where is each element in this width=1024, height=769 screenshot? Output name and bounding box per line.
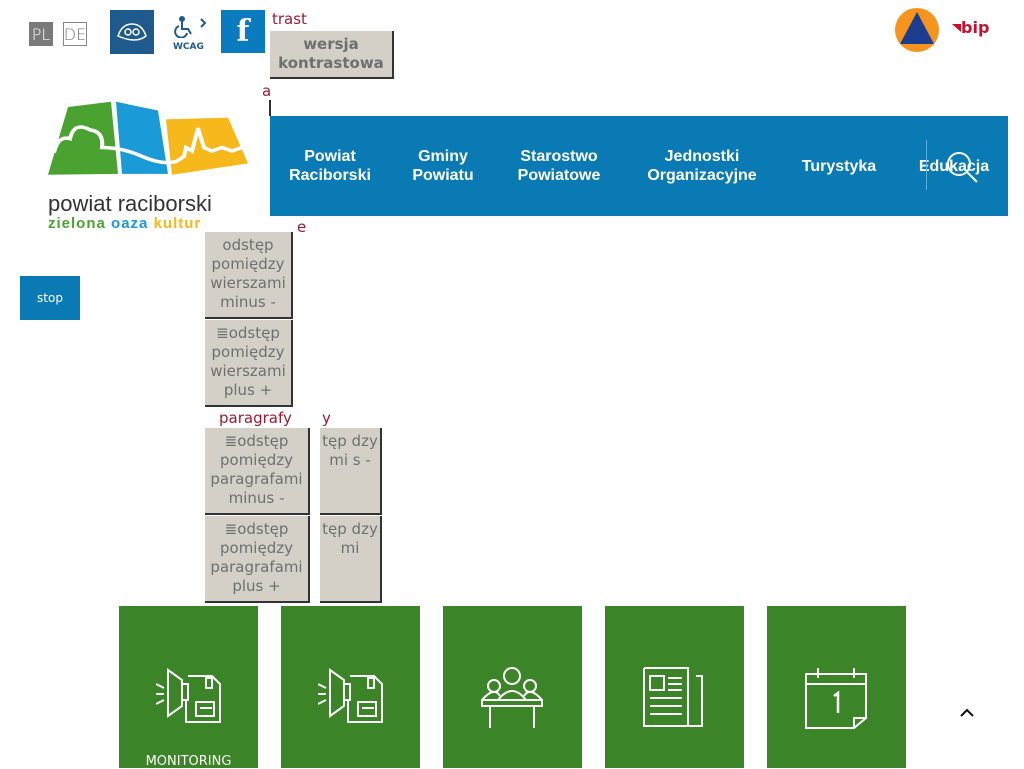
- logo-graphic: [48, 101, 248, 175]
- logo[interactable]: powiat raciborski zielona oaza kultur: [48, 100, 250, 232]
- megaphone-floppy-icon: [318, 668, 383, 723]
- line-spacing-plus-button[interactable]: ≣odstęp pomiędzy wierszami plus +: [205, 320, 293, 407]
- tile-3[interactable]: [443, 606, 582, 768]
- nav-item-turystyka[interactable]: Turystyka: [801, 157, 877, 175]
- calendar-icon: [805, 668, 867, 729]
- line-spacing-plus-label: odstęp pomiędzy wierszami plus +: [210, 324, 286, 399]
- paragraph-spacing-minus-label: odstęp pomiędzy paragrafami minus -: [210, 432, 303, 507]
- contrast-label: trast: [272, 10, 307, 28]
- logo-title: powiat raciborski: [48, 191, 212, 216]
- civil-defense-link[interactable]: [895, 8, 939, 52]
- letter-spacing-plus-button[interactable]: tęp dzy mi: [320, 516, 382, 603]
- nav-item-powiat[interactable]: Powiat Raciborski: [289, 148, 371, 184]
- search-icon[interactable]: [945, 150, 979, 184]
- font-label: a: [262, 82, 272, 100]
- paragraph-spacing-icon: ≣: [224, 520, 238, 538]
- letters-label: y: [322, 409, 331, 427]
- nav-divider: [926, 140, 927, 190]
- megaphone-floppy-icon: [156, 668, 221, 723]
- facebook-icon: f: [236, 14, 250, 49]
- facebook-button[interactable]: f: [221, 10, 265, 53]
- sign-language-icon: [117, 23, 147, 41]
- paragraphs-label: paragrafy: [219, 409, 292, 427]
- logo-tagline-3: kultur: [153, 215, 202, 232]
- sign-language-button[interactable]: [110, 10, 154, 54]
- tile-label: MONITORING: [145, 754, 232, 769]
- meeting-icon: [481, 667, 543, 728]
- font-button-partial[interactable]: [205, 100, 271, 116]
- logo-tagline-1: zielona: [48, 215, 106, 232]
- letter-spacing-minus-button[interactable]: tęp dzy mi s -: [320, 428, 382, 515]
- bip-link[interactable]: bip: [952, 18, 989, 37]
- tile-2[interactable]: [281, 606, 420, 768]
- main-nav: Powiat Raciborski Gminy Powiatu Starostw…: [270, 116, 1008, 216]
- civil-defense-icon: [900, 12, 934, 44]
- nav-item-jednostki[interactable]: Jednostki Organizacyjne: [647, 148, 757, 184]
- line-spacing-icon: ≣: [216, 324, 229, 342]
- lang-pl-button[interactable]: PL: [29, 22, 53, 46]
- lang-de-button[interactable]: DE: [63, 22, 87, 46]
- tile-monitoring[interactable]: MONITORING: [119, 606, 258, 769]
- lines-label: e: [297, 218, 307, 236]
- contrast-version-button[interactable]: wersja kontrastowa: [270, 31, 394, 79]
- paragraph-spacing-minus-button[interactable]: ≣odstęp pomiędzy paragrafami minus -: [205, 428, 310, 515]
- paragraph-spacing-icon: ≣: [224, 432, 238, 450]
- wheelchair-icon: [174, 16, 207, 39]
- wcag-link[interactable]: WCAG: [173, 14, 207, 52]
- newspaper-icon: [643, 667, 703, 727]
- paragraph-spacing-plus-button[interactable]: ≣odstęp pomiędzy paragrafami plus +: [205, 516, 310, 603]
- tile-5[interactable]: [767, 606, 906, 768]
- bip-label: bip: [961, 18, 990, 37]
- nav-item-edukacja[interactable]: Edukacja: [918, 157, 990, 175]
- nav-item-starostwo[interactable]: Starostwo Powiatowe: [517, 148, 601, 184]
- line-spacing-minus-button[interactable]: odstęp pomiędzy wierszami minus -: [205, 232, 293, 319]
- bip-flag-icon: [952, 23, 961, 32]
- back-to-top-icon[interactable]: [958, 705, 976, 719]
- nav-item-gminy[interactable]: Gminy Powiatu: [412, 148, 474, 184]
- tile-4[interactable]: [605, 606, 744, 768]
- logo-tagline-2: oaza: [111, 215, 149, 232]
- stop-button[interactable]: stop: [20, 276, 80, 320]
- wcag-label: WCAG: [173, 42, 204, 52]
- paragraph-spacing-plus-label: odstęp pomiędzy paragrafami plus +: [210, 520, 303, 595]
